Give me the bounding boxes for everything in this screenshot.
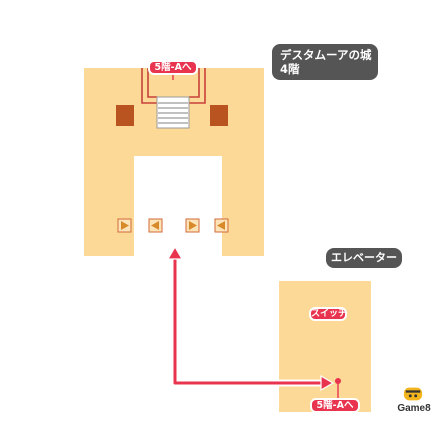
logo-text: Game8 bbox=[397, 403, 431, 414]
map-title: デスタムーアの城 4階 bbox=[272, 44, 378, 80]
stairs-destination-badge[interactable]: 5階-Aへ bbox=[148, 60, 198, 75]
pillar-block-left bbox=[116, 105, 134, 126]
arrow-panel-left-1[interactable] bbox=[148, 218, 163, 233]
floor-cutout bbox=[134, 156, 222, 256]
switch-badge[interactable]: スイッチ bbox=[309, 307, 348, 321]
bee-icon bbox=[403, 387, 423, 401]
stair-wall-frame bbox=[141, 68, 206, 104]
elevator-destination-badge[interactable]: 5階-Aへ bbox=[310, 398, 360, 413]
map-title-line2: 4階 bbox=[280, 62, 300, 76]
pillar-block-right bbox=[210, 105, 228, 126]
arrow-panel-right-1[interactable] bbox=[117, 218, 132, 233]
stairs-icon[interactable] bbox=[156, 96, 190, 129]
route-arrow bbox=[166, 245, 335, 392]
elevator-label: エレベーター bbox=[326, 248, 402, 268]
elevator-room bbox=[279, 281, 371, 412]
arrow-panel-right-2[interactable] bbox=[185, 218, 200, 233]
arrow-panel-left-2[interactable] bbox=[214, 218, 229, 233]
map-title-line1: デスタムーアの城 bbox=[280, 48, 372, 62]
elevator-marker bbox=[335, 378, 341, 399]
game8-logo: Game8 bbox=[388, 386, 440, 416]
